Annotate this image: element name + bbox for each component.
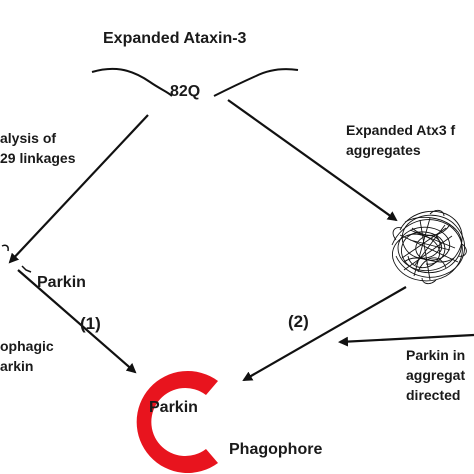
arrow-to-parkin	[8, 114, 149, 264]
left-bottom-label: ophagic arkin	[0, 336, 54, 376]
repeat-brace	[91, 67, 299, 97]
parkin-tick	[21, 265, 32, 273]
left-bottom-line1: ophagic	[0, 338, 54, 354]
aggregate-tangle	[391, 209, 467, 285]
left-label-line1: alysis of	[0, 130, 57, 146]
right-bottom-line2: aggregat	[406, 367, 466, 383]
arrow-pathway-2	[242, 286, 407, 381]
parkin-left-label: Parkin	[37, 274, 86, 291]
arrow-to-aggregates	[227, 99, 398, 222]
arrow-pathway-1	[17, 269, 137, 374]
pathway-1-label: (1)	[80, 314, 101, 333]
repeat-label: 82Q	[170, 83, 201, 100]
left-label: alysis of 29 linkages	[0, 128, 76, 168]
right-bottom-line1: Parkin in	[406, 347, 466, 363]
phagophore-shape	[136, 371, 218, 474]
left-bottom-line2: arkin	[0, 358, 34, 374]
parkin-center-label: Parkin	[149, 399, 198, 416]
right-label-line1: Expanded Atx3 f	[346, 122, 456, 138]
left-label-line2: 29 linkages	[0, 150, 76, 166]
right-label-line2: aggregates	[346, 142, 421, 158]
right-label: Expanded Atx3 f aggregates	[346, 120, 455, 160]
title: Expanded Ataxin-3	[103, 30, 247, 47]
pathway-2-label: (2)	[288, 312, 309, 331]
phagophore-label: Phagophore	[229, 441, 323, 458]
right-bottom-line3: directed	[406, 387, 461, 403]
right-bottom-label: Parkin in aggregat directed	[406, 345, 465, 405]
arrow-from-right	[338, 333, 474, 347]
fragment-mark	[1, 244, 9, 252]
